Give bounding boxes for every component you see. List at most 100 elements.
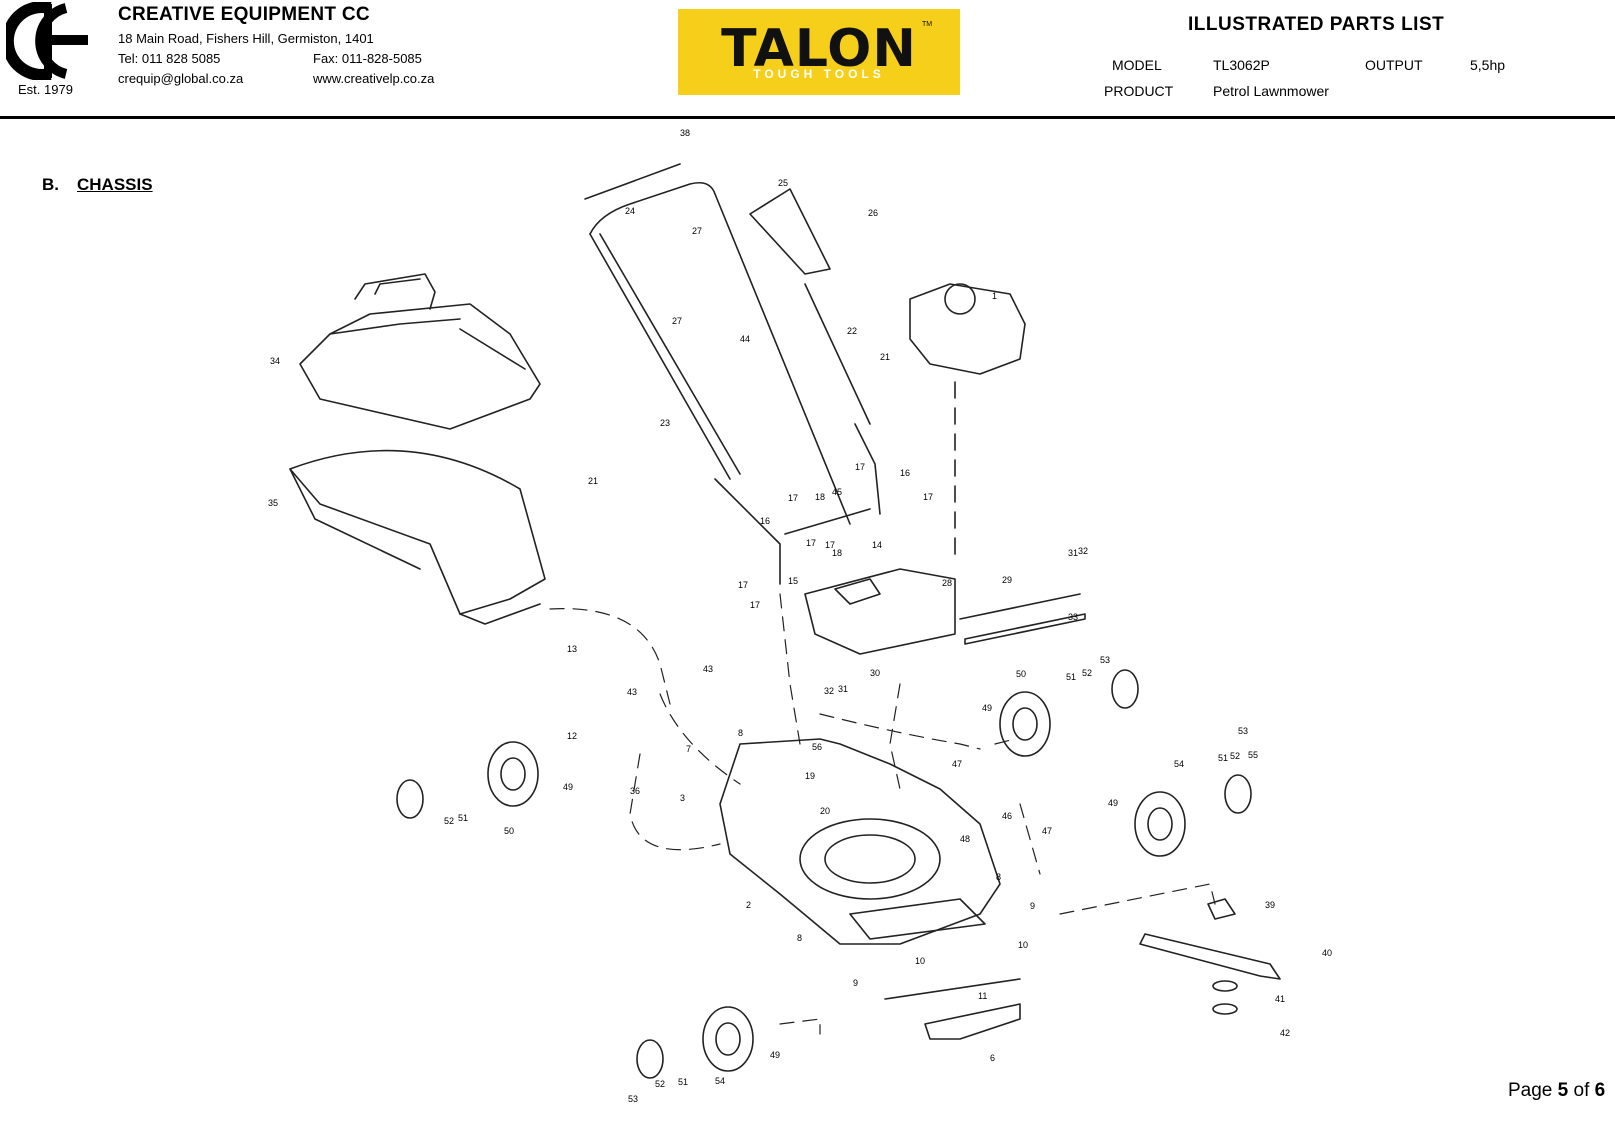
grass-bag	[289, 449, 546, 625]
output-value: 5,5hp	[1470, 57, 1506, 73]
callout-label: 11	[978, 991, 987, 1001]
brand-trademark: TM	[922, 21, 933, 28]
callout-label: 51	[1066, 672, 1076, 682]
callout-label: 14	[872, 540, 882, 550]
callout-label: 53	[1238, 726, 1248, 736]
callout-label: 29	[1002, 575, 1012, 585]
talon-logo: TALON TM TOUGH TOOLS	[678, 9, 960, 95]
callout-label: 8	[738, 728, 743, 738]
rear-flap	[804, 568, 956, 655]
brand-tagline: TOUGH TOOLS	[753, 67, 885, 81]
callout-label: 12	[567, 731, 577, 741]
callout-label: 28	[942, 578, 952, 588]
lower-handle	[714, 423, 881, 585]
callout-label: 9	[853, 978, 858, 988]
callout-label: 52	[655, 1079, 665, 1089]
product-label: PRODUCT	[1104, 83, 1174, 99]
section-letter: B.	[42, 175, 59, 194]
brand-name: TALON	[721, 19, 917, 79]
callout-label: 50	[504, 826, 514, 836]
callout-label: 23	[660, 418, 670, 428]
callout-label: 13	[567, 644, 577, 654]
callout-label: 52	[1082, 668, 1092, 678]
callout-label: 42	[1280, 1028, 1290, 1038]
callout-label: 24	[625, 206, 635, 216]
hubcap-right	[1111, 669, 1139, 709]
callout-label: 17	[750, 600, 760, 610]
callout-label: 47	[1042, 826, 1052, 836]
callout-label: 10	[1018, 940, 1028, 950]
callout-label: 3	[680, 793, 685, 803]
callout-label: 15	[788, 576, 798, 586]
wheel-rear-left	[487, 741, 539, 807]
blade-washer	[1212, 980, 1238, 992]
hubcap-left	[396, 779, 424, 819]
callout-label: 9	[1030, 901, 1035, 911]
established-year: Est. 1979	[18, 82, 73, 97]
page-number: Page 5 of 6	[1508, 1080, 1605, 1102]
callout-label: 49	[1108, 798, 1118, 808]
upper-handle	[584, 163, 851, 525]
callout-label: 49	[770, 1050, 780, 1060]
company-email: crequip@global.co.za	[118, 71, 244, 86]
callout-label: 47	[952, 759, 962, 769]
callout-label: 17	[788, 493, 798, 503]
callout-label: 54	[715, 1076, 725, 1086]
model-value: TL3062P	[1213, 57, 1270, 73]
callout-label: 19	[805, 771, 815, 781]
callout-label: 27	[692, 226, 702, 236]
wheel-front-right	[1134, 791, 1186, 857]
callout-label: 16	[900, 468, 910, 478]
output-label: OUTPUT	[1365, 57, 1423, 73]
callout-label: 41	[1275, 994, 1285, 1004]
callout-label: 10	[915, 956, 925, 966]
product-value: Petrol Lawnmower	[1213, 83, 1329, 99]
callout-label: 2	[746, 900, 751, 910]
company-name: CREATIVE EQUIPMENT CC	[118, 4, 370, 25]
callout-label: 51	[678, 1077, 688, 1087]
callout-label: 33	[1068, 612, 1078, 622]
callout-label: 49	[982, 703, 992, 713]
mower-deck	[719, 738, 1001, 945]
front-axle	[884, 978, 1021, 1000]
callout-label: 27	[672, 316, 682, 326]
callout-label: 30	[870, 668, 880, 678]
callout-label: 35	[268, 498, 278, 508]
blade-washer-2	[1212, 1003, 1238, 1015]
ce-logo	[6, 2, 88, 80]
callout-label: 40	[1322, 948, 1332, 958]
callout-label: 55	[1248, 750, 1258, 760]
rear-axle	[959, 593, 1081, 620]
callout-label: 56	[812, 742, 822, 752]
callout-label: 48	[960, 834, 970, 844]
callout-label: 8	[996, 872, 1001, 882]
callout-label: 26	[868, 208, 878, 218]
page-total: 6	[1594, 1080, 1606, 1101]
callout-label: 20	[820, 806, 830, 816]
company-website: www.creativelp.co.za	[313, 71, 435, 86]
page-of: of	[1573, 1080, 1590, 1101]
callout-label: 31	[838, 684, 848, 694]
callout-label: 1	[992, 291, 997, 301]
page-current: 5	[1557, 1080, 1569, 1101]
callout-label: 17	[806, 538, 816, 548]
axle-bar	[964, 613, 1086, 645]
company-fax: Fax: 011-828-5085	[313, 51, 422, 66]
callout-label: 21	[588, 476, 598, 486]
callout-label: 32	[1078, 546, 1088, 556]
callout-label: 25	[778, 178, 788, 188]
company-tel: Tel: 011 828 5085	[118, 51, 221, 66]
callout-label: 17	[855, 462, 865, 472]
callout-label: 50	[1016, 669, 1026, 679]
callout-label: 53	[628, 1094, 638, 1104]
page-label: Page	[1508, 1080, 1553, 1101]
callout-label: 22	[847, 326, 857, 336]
callout-label: 17	[738, 580, 748, 590]
callout-label: 18	[832, 548, 842, 558]
callout-label: 34	[270, 356, 280, 366]
company-address: 18 Main Road, Fishers Hill, Germiston, 1…	[118, 31, 374, 46]
diagram-callouts: 38 24 27 25 26 1 22 21 44 27 23 34 35 21…	[268, 128, 1332, 1104]
callout-label: 53	[1100, 655, 1110, 665]
callout-label: 21	[880, 352, 890, 362]
callout-label: 51	[458, 813, 468, 823]
